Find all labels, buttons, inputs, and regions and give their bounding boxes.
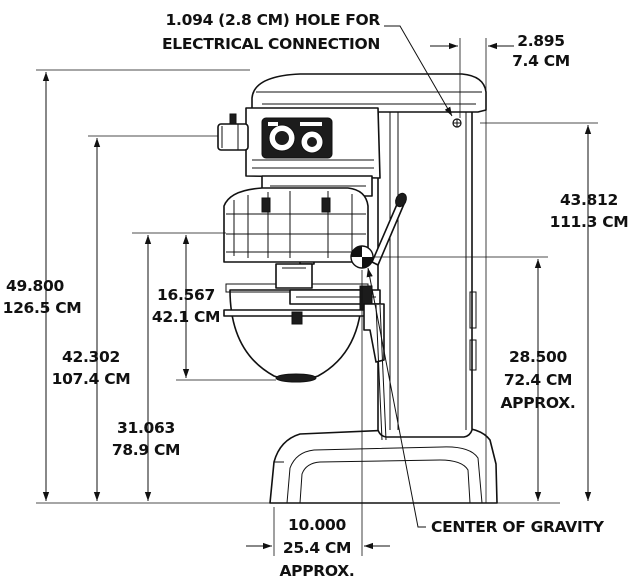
- hub-height-cm: 107.4 CM: [52, 370, 131, 388]
- hole-callout-line2: ELECTRICAL CONNECTION: [162, 35, 380, 53]
- overall-height-inches: 49.800: [6, 277, 65, 295]
- bowl-guard: [223, 187, 369, 263]
- mixer-base: [269, 426, 498, 504]
- mixer-column: [377, 99, 477, 438]
- cog-height-inches: 28.500: [509, 348, 568, 366]
- center-of-gravity-marker: [350, 245, 374, 269]
- overall-height-cm: 126.5 CM: [3, 299, 82, 317]
- hole-height-inches: 43.812: [560, 191, 618, 209]
- center-of-gravity-callout: CENTER OF GRAVITY: [431, 518, 605, 536]
- cog-height-cm: 72.4 CM: [504, 371, 572, 389]
- dimension-labels: 1.094 (2.8 CM) HOLE FOR ELECTRICAL CONNE…: [3, 11, 629, 580]
- cog-height-note: APPROX.: [500, 394, 575, 412]
- cog-horizontal-cm: 25.4 CM: [283, 539, 351, 557]
- dimension-lines: [36, 25, 598, 556]
- hub-height-inches: 42.302: [62, 348, 120, 366]
- bowl-top-height-cm: 78.9 CM: [112, 441, 180, 459]
- hole-height-cm: 111.3 CM: [550, 213, 629, 231]
- hole-callout-line1: 1.094 (2.8 CM) HOLE FOR: [166, 11, 381, 29]
- back-offset-cm: 7.4 CM: [512, 52, 570, 70]
- cog-horizontal-note: APPROX.: [279, 562, 354, 580]
- cog-horizontal-inches: 10.000: [288, 516, 347, 534]
- mixer-bowl: [223, 263, 371, 383]
- bowl-height-inches: 16.567: [157, 286, 215, 304]
- back-offset-inches: 2.895: [517, 32, 565, 50]
- bowl-height-cm: 42.1 CM: [152, 308, 220, 326]
- mixer-illustration: [217, 73, 498, 504]
- bowl-lift: [289, 192, 407, 441]
- mixer-head: [217, 73, 487, 179]
- bowl-top-height-inches: 31.063: [117, 419, 175, 437]
